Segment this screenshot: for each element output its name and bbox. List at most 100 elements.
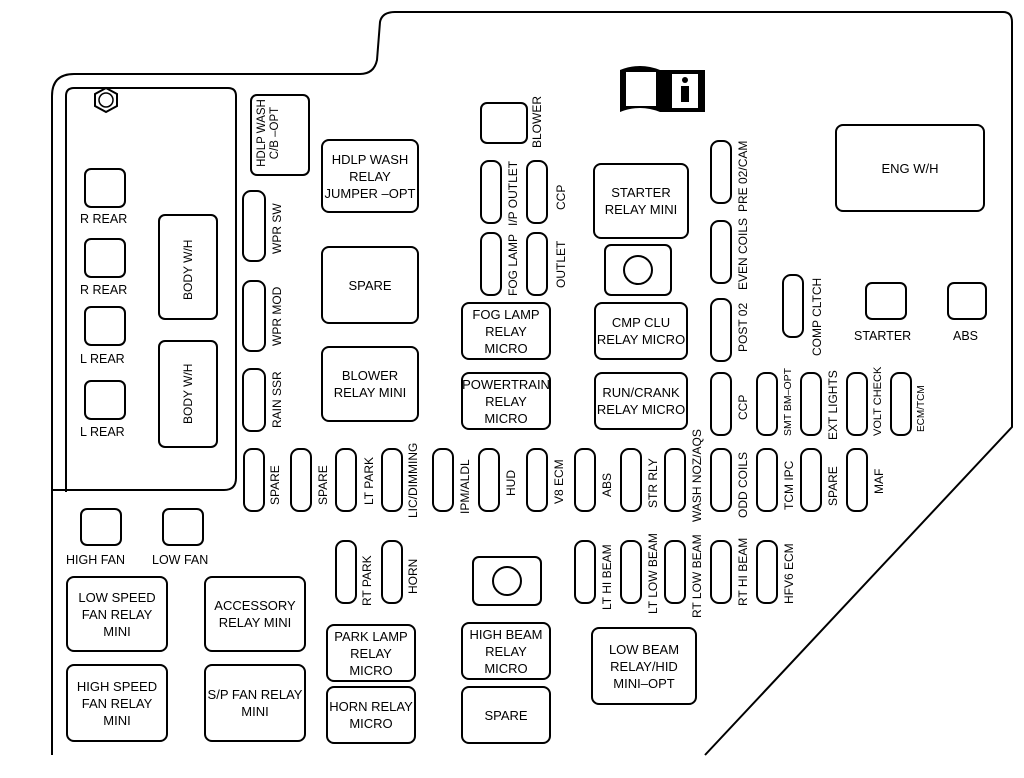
low-beam-hid-relay[interactable]: LOW BEAM RELAY/HID MINI–OPT [591, 627, 697, 705]
fuse-fog-lamp[interactable] [480, 232, 502, 296]
fuse-row-4[interactable] [432, 448, 454, 512]
fuse-rain-ssr[interactable] [242, 368, 266, 432]
fuse-row-13[interactable] [846, 448, 868, 512]
fuse-even-coils[interactable] [710, 220, 732, 284]
fuse-pre02-cam[interactable] [710, 140, 732, 204]
fuse-row-6-label: V8 ECM [552, 459, 566, 504]
fuse-lt-low-beam[interactable] [620, 540, 642, 604]
hdlp-wash-cb[interactable] [250, 94, 310, 176]
ecm-tcm-label: ECM/TCM [916, 385, 927, 432]
high-speed-fan-relay[interactable]: HIGH SPEED FAN RELAY MINI [66, 664, 168, 742]
cmp-clu-relay[interactable]: CMP CLU RELAY MICRO [594, 302, 688, 360]
fuse-rt-park[interactable] [335, 540, 357, 604]
fuse-outlet[interactable] [526, 232, 548, 296]
low-fan-relay[interactable] [162, 508, 204, 546]
fuse-ccp-top[interactable] [526, 160, 548, 224]
spare-relay-large[interactable]: SPARE [321, 246, 419, 324]
relay-r-rear-2[interactable] [84, 238, 126, 278]
horn-fuse-label: HORN [406, 558, 420, 594]
hfv6-ecm-label: HFV6 ECM [782, 543, 796, 604]
fog-lamp-relay[interactable]: FOG LAMP RELAY MICRO [461, 302, 551, 360]
rain-ssr-label: RAIN SSR [270, 371, 284, 428]
fuse-wpr-sw[interactable] [242, 190, 266, 262]
fuse-horn[interactable] [381, 540, 403, 604]
fuse-row-2[interactable] [335, 448, 357, 512]
body-wh-connector-2[interactable] [158, 340, 218, 448]
fuse-row-9[interactable] [664, 448, 686, 512]
fuse-hfv6-ecm[interactable] [756, 540, 778, 604]
fuse-row-8-label: STR RLY [646, 458, 660, 508]
starter-relay[interactable]: STARTER RELAY MINI [593, 163, 689, 239]
abs-relay-small[interactable] [947, 282, 987, 320]
rt-low-beam-label: RT LOW BEAM [690, 534, 704, 618]
hdlp-wash-relay-jumper[interactable]: HDLP WASH RELAY JUMPER –OPT [321, 139, 419, 213]
outlet-label: OUTLET [554, 240, 568, 288]
blower-relay-small[interactable] [480, 102, 528, 144]
fuse-row-1[interactable] [290, 448, 312, 512]
relay-l-rear-2[interactable] [84, 380, 126, 420]
fuse-puller-top[interactable] [604, 244, 672, 296]
ip-outlet-label: I/P OUTLET [506, 160, 520, 226]
fuse-row-4-label: IPM/ALDL [458, 459, 472, 514]
fuse-row-5[interactable] [478, 448, 500, 512]
relay-r-rear-1[interactable] [84, 168, 126, 208]
bolt-hexagon-icon [94, 86, 118, 114]
circle-icon [492, 566, 522, 596]
fuse-puller-bottom[interactable] [472, 556, 542, 606]
body-wh-2-label: BODY W/H [181, 363, 195, 424]
fuse-row-10[interactable] [710, 448, 732, 512]
horn-relay[interactable]: HORN RELAY MICRO [326, 686, 416, 744]
powertrain-relay[interactable]: POWERTRAIN RELAY MICRO [461, 372, 551, 430]
body-wh-1-label: BODY W/H [181, 239, 195, 300]
fuse-row-10-label: ODD COILS [736, 451, 750, 518]
fuse-lt-hi-beam[interactable] [574, 540, 596, 604]
fuse-volt-check[interactable] [846, 372, 868, 436]
fuse-row-11-label: TCM IPC [782, 460, 796, 510]
comp-clutch-label: COMP CLTCH [810, 277, 824, 356]
fuse-row-5-label: HUD [504, 470, 518, 496]
fuse-rt-low-beam[interactable] [664, 540, 686, 604]
high-fan-relay[interactable] [80, 508, 122, 546]
starter-relay-small[interactable] [865, 282, 907, 320]
fuse-comp-clutch[interactable] [782, 274, 804, 338]
fuse-post02[interactable] [710, 298, 732, 362]
blower-label: BLOWER [530, 95, 544, 148]
fuse-row-8[interactable] [620, 448, 642, 512]
info-manual-icon [620, 66, 705, 112]
park-lamp-relay[interactable]: PARK LAMP RELAY MICRO [326, 624, 416, 682]
spare-relay-bottom[interactable]: SPARE [461, 686, 551, 744]
fuse-row-3[interactable] [381, 448, 403, 512]
fuse-ccp-mid[interactable] [710, 372, 732, 436]
fuse-ip-outlet[interactable] [480, 160, 502, 224]
fuse-ecm-tcm[interactable] [890, 372, 912, 436]
accessory-relay[interactable]: ACCESSORY RELAY MINI [204, 576, 306, 652]
fuse-row-12[interactable] [800, 448, 822, 512]
fuse-row-3-label: LIC/DIMMING [406, 442, 420, 518]
fuse-row-11[interactable] [756, 448, 778, 512]
sp-fan-relay[interactable]: S/P FAN RELAY MINI [204, 664, 306, 742]
fuse-wpr-mod[interactable] [242, 280, 266, 352]
eng-wh-connector[interactable]: ENG W/H [835, 124, 985, 212]
ext-lights-label: EXT LIGHTS [826, 370, 840, 440]
high-beam-relay[interactable]: HIGH BEAM RELAY MICRO [461, 622, 551, 680]
volt-check-label: VOLT CHECK [872, 366, 884, 436]
lt-low-beam-label: LT LOW BEAM [646, 533, 660, 614]
fuse-rt-hi-beam[interactable] [710, 540, 732, 604]
lt-hi-beam-label: LT HI BEAM [600, 544, 614, 610]
blower-relay[interactable]: BLOWER RELAY MINI [321, 346, 419, 422]
fuse-row-6[interactable] [526, 448, 548, 512]
fuse-smt-bm-opt[interactable] [756, 372, 778, 436]
fuse-row-0[interactable] [243, 448, 265, 512]
low-speed-fan-relay[interactable]: LOW SPEED FAN RELAY MINI [66, 576, 168, 652]
body-wh-connector-1[interactable] [158, 214, 218, 320]
fuse-row-9-label: WASH NOZ/AQS [690, 429, 704, 522]
fuse-row-1-label: SPARE [316, 465, 330, 505]
fuse-ext-lights[interactable] [800, 372, 822, 436]
abs-top-label: ABS [953, 329, 979, 343]
rt-park-label: RT PARK [360, 555, 374, 606]
even-coils-label: EVEN COILS [736, 217, 750, 290]
fuse-row-7[interactable] [574, 448, 596, 512]
relay-l-rear-1[interactable] [84, 306, 126, 346]
run-crank-relay[interactable]: RUN/CRANK RELAY MICRO [594, 372, 688, 430]
